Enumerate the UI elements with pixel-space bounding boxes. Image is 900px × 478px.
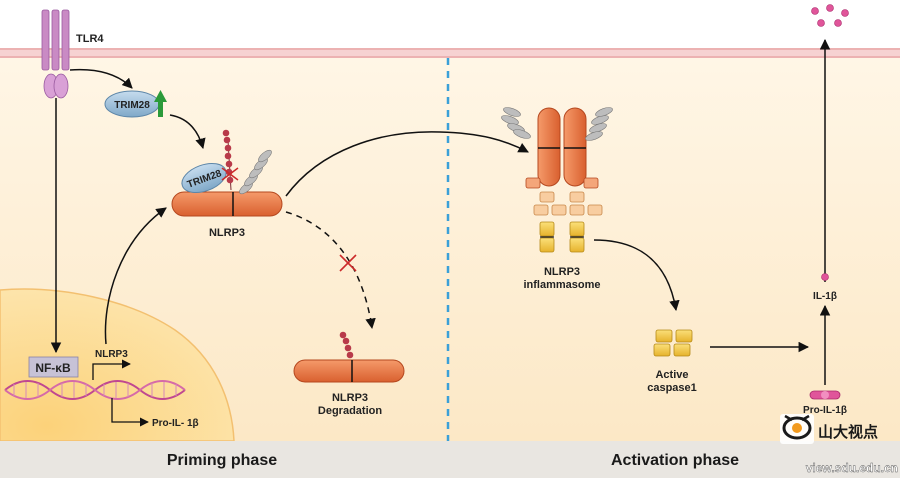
il1b-label: IL-1β (813, 291, 837, 302)
extracellular-space (0, 0, 900, 56)
nfkb-box: NF-κB (28, 356, 79, 378)
pro-il1b-molecule (809, 390, 841, 400)
nlrp3-degradation-label-1: NLRP3 (332, 392, 368, 404)
nlrp3-degradation-protein (293, 331, 405, 383)
degradation-blocked-arrow (285, 211, 376, 330)
inflammasome-label-1: NLRP3 (544, 266, 580, 278)
watermark-logo (780, 414, 814, 444)
svg-text:TRIM28: TRIM28 (114, 100, 150, 111)
tlr4-receptor (41, 9, 70, 99)
nlrp3-center-label: NLRP3 (209, 227, 245, 239)
ubiquitin-chain-icon (222, 129, 234, 191)
upregulation-arrow-icon (154, 90, 167, 117)
priming-phase-label: Priming phase (167, 452, 277, 469)
watermark-brand: 山大视点 (818, 423, 878, 441)
inflammasome-to-caspase-arrow (593, 239, 680, 312)
phase-bar (0, 441, 900, 478)
active-caspase1 (653, 329, 693, 357)
dna-helix-icon (4, 380, 186, 400)
nlrp3-gene-label: NLRP3 (95, 349, 128, 360)
pro-il1b-transcription-arrow (111, 398, 149, 427)
nlrp3-transcription-arrow (92, 359, 131, 380)
complex-to-inflammasome-arrow (285, 131, 529, 197)
nlrp3-degradation-label-2: Degradation (318, 405, 382, 417)
trim28-upregulated: TRIM28 (104, 90, 160, 118)
nucleus-to-nlrp3-arrow (104, 207, 167, 345)
tlr4-label: TLR4 (76, 33, 104, 45)
blocked-ubiquitination-icon (221, 167, 239, 181)
degradation-ubiquitin-chain-icon (339, 331, 354, 359)
activation-phase-label: Activation phase (611, 452, 739, 469)
inflammasome-sumo-left-icon (501, 107, 531, 139)
inflammasome-label-2: inflammasome (523, 279, 600, 291)
caspase-label-2: caspase1 (647, 382, 697, 394)
nlrp3-inflammasome (501, 107, 613, 253)
nucleus (0, 288, 235, 442)
blocked-degradation-icon (339, 254, 357, 272)
nlrp3-trim28-complex: TRIM28 (171, 129, 283, 217)
watermark-url: view.sdu.edu.cn (806, 461, 898, 475)
secreted-il1b-cluster (811, 4, 849, 27)
caspase-label-1: Active (655, 369, 688, 381)
pro-il1b-label: Pro-IL-1β (803, 405, 847, 416)
pro-il1b-gene-label: Pro-IL- 1β (152, 418, 199, 429)
tlr4-to-trim28-arrow (69, 68, 133, 89)
sumo-chain-icon (239, 149, 272, 195)
inflammasome-sumo-right-icon (585, 107, 613, 141)
trim28-to-complex-arrow (169, 114, 206, 150)
cell-membrane (0, 48, 900, 58)
svg-text:NF-κB: NF-κB (35, 361, 71, 375)
il1b-molecule (821, 273, 829, 281)
